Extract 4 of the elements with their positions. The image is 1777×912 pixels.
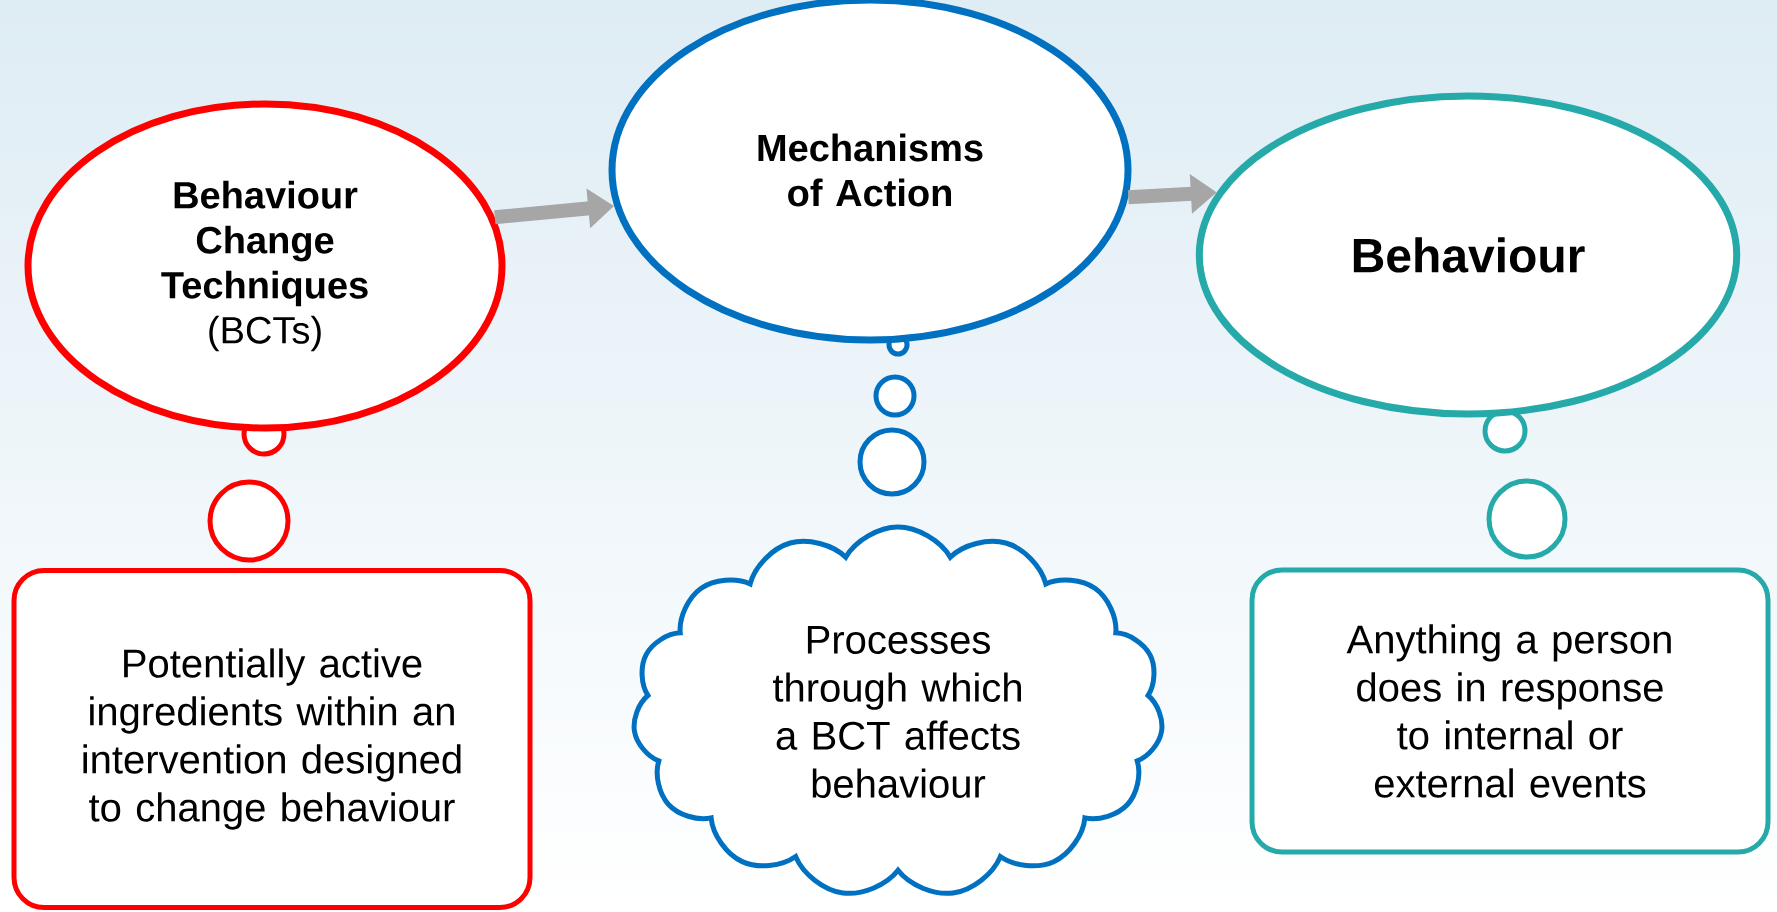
definition-box: Potentially active ingredients within an intervention designed to change behaviour [11, 568, 533, 910]
node-label: Processes through which a BCT affects behaviour [772, 626, 1021, 798]
thought-cloud: Processes through which a BCT affects behaviour [631, 524, 1165, 896]
definition-box: Anything a person does in response to internal or external events [1249, 567, 1771, 855]
